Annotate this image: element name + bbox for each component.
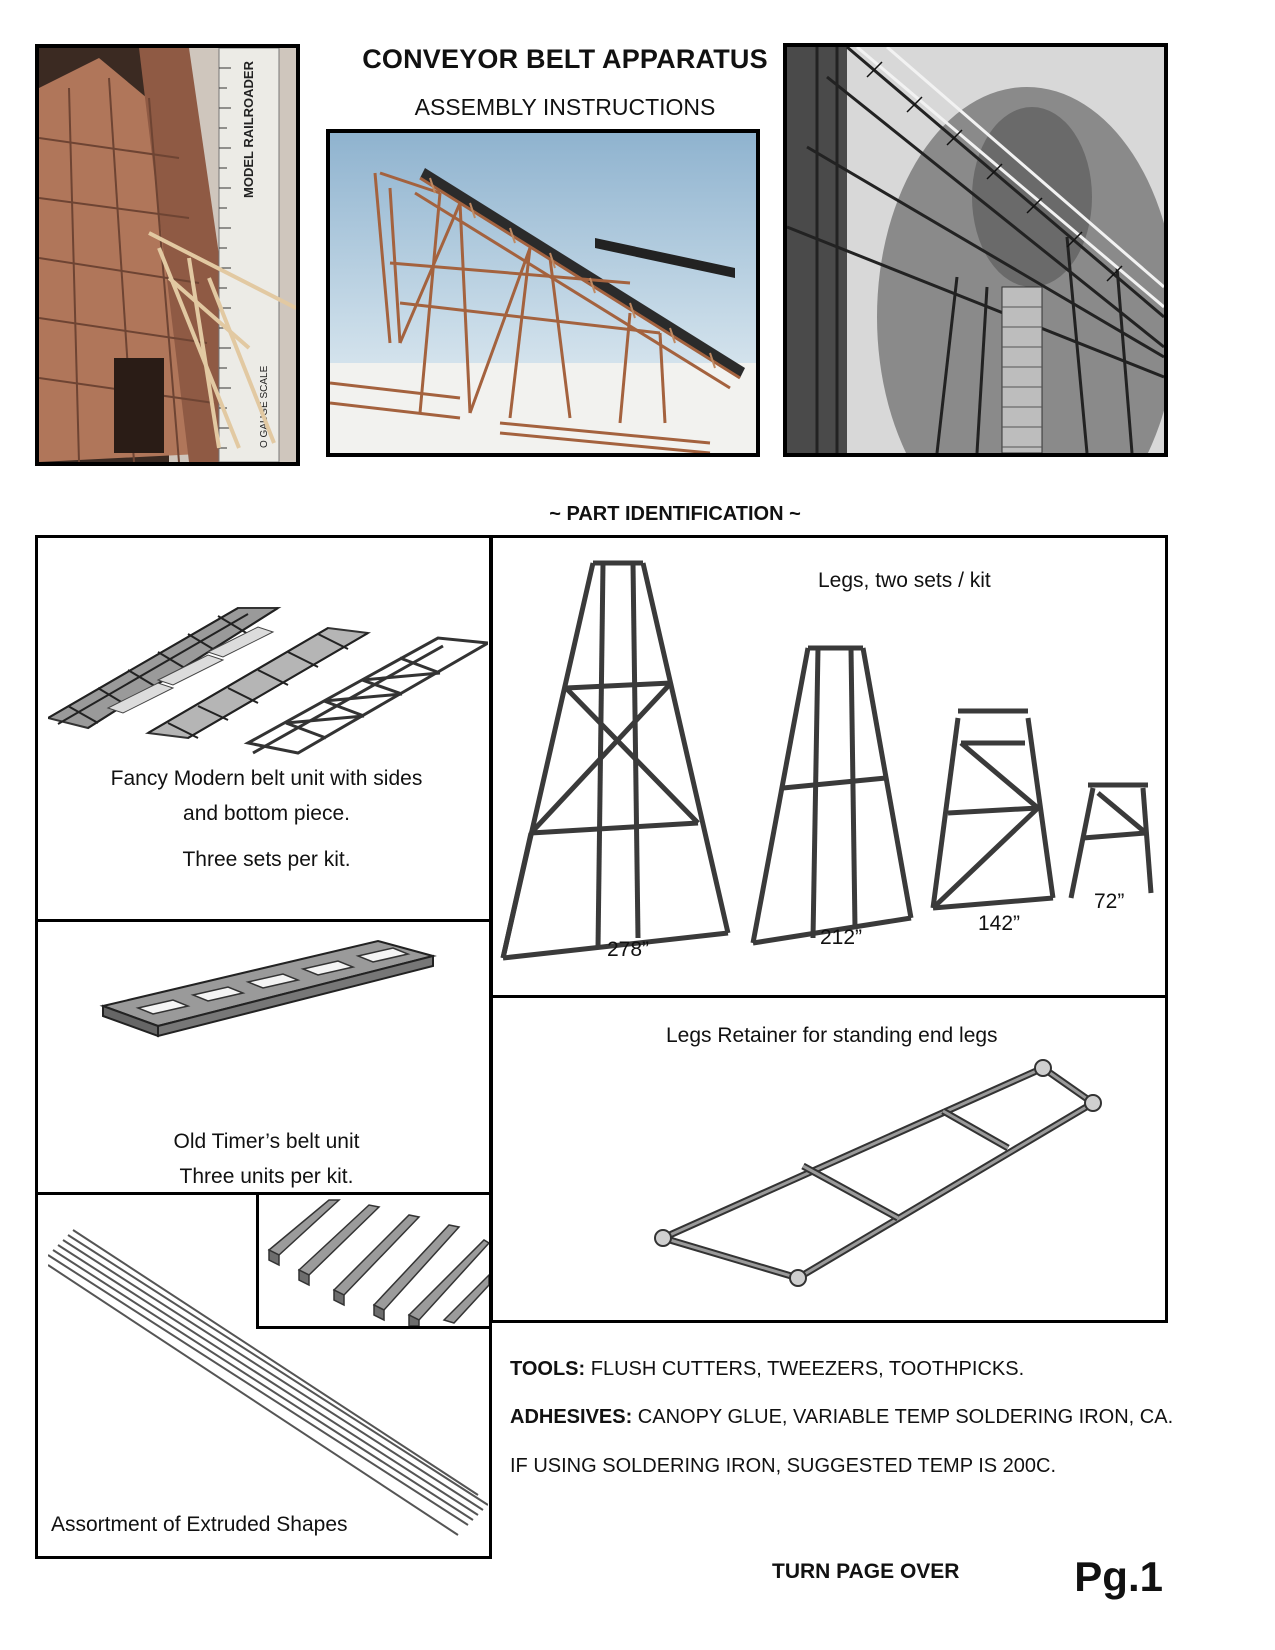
leg-size-212: 212” [820,926,863,949]
adhesives-label: ADHESIVES: [510,1406,633,1428]
turn-page-over: TURN PAGE OVER [772,1560,960,1583]
page-number: Pg.1 [1074,1553,1163,1600]
adhesives-value: CANOPY GLUE, VARIABLE TEMP SOLDERING IRO… [632,1406,1174,1428]
old-timer-belt-illustration [99,939,437,1038]
leg-278 [500,560,731,961]
leg-142 [930,708,1056,911]
old-timer-caption-line1: Old Timer’s belt unit [173,1130,360,1153]
tools-value: FLUSH CUTTERS, TWEEZERS, TOOTHPICKS. [585,1358,1025,1380]
extruded-profiles-illustration [267,1199,489,1326]
panel-old-timer-belt: Old Timer’s belt unit Three units per ki… [35,919,492,1195]
soldering-note: IF USING SOLDERING IRON, SUGGESTED TEMP … [510,1455,1057,1477]
photo-conveyor-model [326,129,760,457]
tools-line: TOOLS: FLUSH CUTTERS, TWEEZERS, TOOTHPIC… [510,1358,1024,1381]
leg-size-72: 72” [1094,890,1125,913]
photo-real-conveyor [783,43,1168,457]
panel-fancy-belt: Fancy Modern belt unit with sides and bo… [35,535,492,922]
fancy-belt-caption-line3: Three sets per kit. [182,848,351,871]
tools-label: TOOLS: [510,1358,586,1380]
panel-legs: Legs, two sets / kit [490,535,1168,998]
extruded-caption: Assortment of Extruded Shapes [51,1513,348,1536]
retainer-caption: Legs Retainer for standing end legs [666,1024,998,1047]
section-heading: ~ PART IDENTIFICATION ~ [549,503,801,525]
page-subtitle: ASSEMBLY INSTRUCTIONS [414,94,716,120]
fancy-belt-illustration [48,607,488,755]
adhesives-line: ADHESIVES: CANOPY GLUE, VARIABLE TEMP SO… [510,1406,1173,1429]
panel-extruded-profiles [256,1192,492,1329]
fancy-belt-caption-line2: and bottom piece. [183,802,350,825]
leg-72 [1068,782,1154,899]
leg-size-142: 142” [978,912,1021,935]
old-timer-caption-line2: Three units per kit. [179,1165,354,1188]
ruler-label: MODEL RAILROADER [241,60,256,198]
page-title: CONVEYOR BELT APPARATUS [362,44,768,74]
leg-212 [750,645,914,946]
panel-legs-retainer: Legs Retainer for standing end legs [490,995,1168,1323]
photo-model-with-ruler: MODEL RAILROADER O GAUGE SCALE [35,44,300,466]
legs-retainer-illustration [654,1059,1102,1287]
legs-caption: Legs, two sets / kit [818,569,991,592]
ruler-scale-label: O GAUGE SCALE [259,365,270,448]
legs-illustration [500,560,1154,961]
fancy-belt-caption-line1: Fancy Modern belt unit with sides [110,767,423,790]
leg-size-278: 278” [607,938,650,961]
extruded-rods-illustration [48,1229,488,1536]
